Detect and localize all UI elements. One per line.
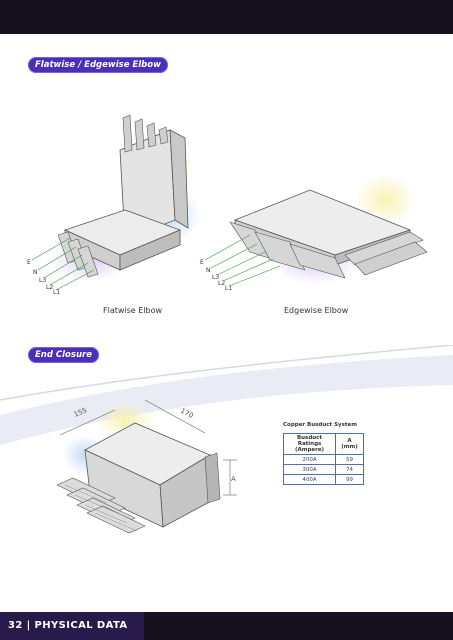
- top-bar: [0, 0, 453, 34]
- end-closure-diagram: 155 170 A: [56, 399, 237, 534]
- busduct-spec-table-container: Copper Busduct System Busduct Ratings (A…: [283, 422, 364, 485]
- dimension-155: 155: [73, 406, 88, 418]
- cell-a: 59: [335, 454, 364, 465]
- section-title-elbow: Flatwise / Edgewise Elbow: [28, 57, 168, 73]
- cell-a: 99: [335, 474, 364, 485]
- edge-label-n: N: [206, 267, 211, 274]
- cell-a: 74: [335, 464, 364, 475]
- cell-rating: 200A: [283, 454, 336, 465]
- dimension-170: 170: [179, 407, 195, 420]
- dimension-a: A: [231, 475, 236, 483]
- decorative-swoosh: [0, 345, 453, 445]
- header-ratings: Busduct Ratings (Ampere): [283, 433, 336, 455]
- flatwise-elbow-diagram: E N L3 L2 L1: [27, 114, 200, 296]
- flat-label-l3: L3: [39, 277, 46, 284]
- cell-rating: 300A: [283, 464, 336, 475]
- table-row: 400A 99: [283, 474, 364, 485]
- flat-label-e: E: [27, 259, 31, 266]
- caption-edgewise: Edgewise Elbow: [284, 306, 349, 315]
- flat-label-l2: L2: [46, 284, 53, 291]
- footer-bar: 32 | PHYSICAL DATA: [0, 612, 453, 640]
- table-row: 200A 59: [283, 454, 364, 465]
- edge-label-l1: L1: [225, 285, 232, 292]
- flat-label-n: N: [33, 269, 38, 276]
- caption-flatwise: Flatwise Elbow: [103, 306, 163, 315]
- edge-label-e: E: [200, 259, 204, 266]
- busduct-spec-table: Busduct Ratings (Ampere) A (mm) 200A 59 …: [283, 433, 364, 485]
- page-label: 32 | PHYSICAL DATA: [0, 612, 144, 640]
- table-title: Copper Busduct System: [283, 422, 357, 428]
- cell-rating: 400A: [283, 474, 336, 485]
- section-title-end-closure: End Closure: [28, 347, 99, 363]
- header-a: A (mm): [335, 433, 364, 455]
- table-row: 300A 74: [283, 464, 364, 475]
- edge-label-l2: L2: [218, 280, 225, 287]
- flat-label-l1: L1: [53, 289, 60, 296]
- edge-label-l3: L3: [212, 274, 219, 281]
- edgewise-elbow-diagram: E N L3 L2 L1: [200, 174, 428, 292]
